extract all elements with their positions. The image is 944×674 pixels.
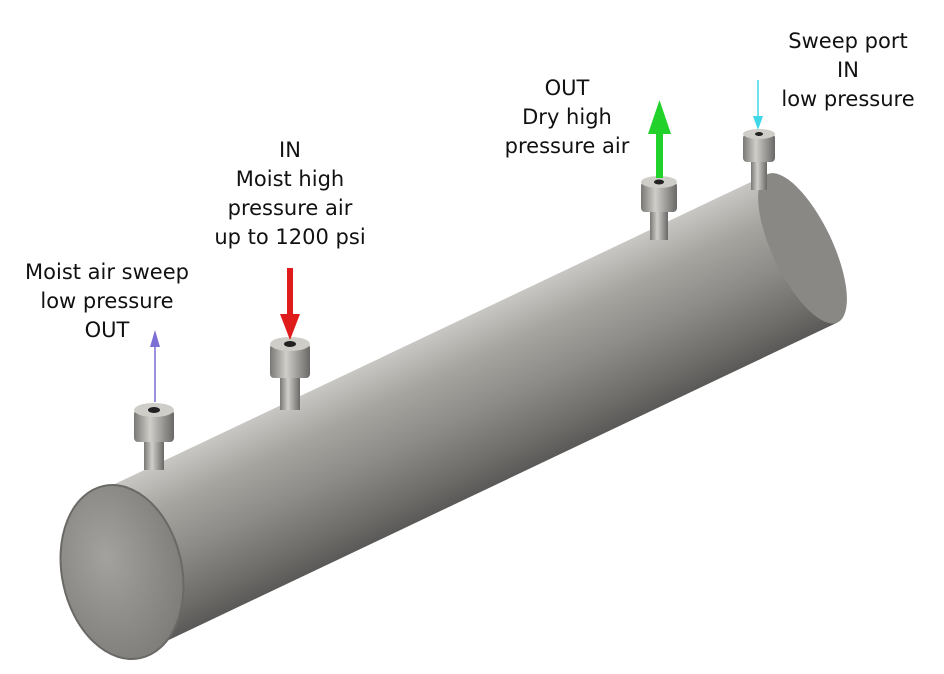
label-sweep-in: Sweep port IN low pressure: [781, 27, 914, 114]
tube-body: [89, 173, 847, 645]
end-cap: [59, 484, 185, 660]
label-line: low pressure: [781, 87, 915, 111]
port-sweep-out: [134, 403, 174, 470]
label-line: IN: [279, 138, 301, 162]
port-feed-in: [270, 337, 310, 410]
label-sweep-out: Moist air sweep low pressure OUT: [25, 258, 189, 345]
label-line: Moist high: [235, 167, 345, 191]
port-product-out: [641, 176, 677, 240]
label-product-out: OUT Dry high pressure air: [505, 74, 630, 161]
label-line: Dry high: [522, 105, 612, 129]
label-line: Moist air sweep: [25, 260, 189, 284]
arrow-sweep-out: [150, 330, 160, 402]
arrow-sweep-in: [753, 80, 763, 130]
label-line: OUT: [84, 318, 130, 342]
arrow-feed-in: [280, 268, 300, 340]
label-line: pressure air: [504, 134, 630, 158]
port-sweep-in: [743, 129, 775, 190]
label-feed-in: IN Moist high pressure air up to 1200 ps…: [214, 136, 365, 252]
label-line: OUT: [544, 76, 590, 100]
label-line: IN: [837, 58, 859, 82]
label-line: up to 1200 psi: [214, 225, 366, 249]
arrow-product-out: [648, 100, 671, 178]
label-line: pressure air: [227, 196, 353, 220]
label-line: Sweep port: [788, 29, 908, 53]
label-line: low pressure: [40, 289, 174, 313]
